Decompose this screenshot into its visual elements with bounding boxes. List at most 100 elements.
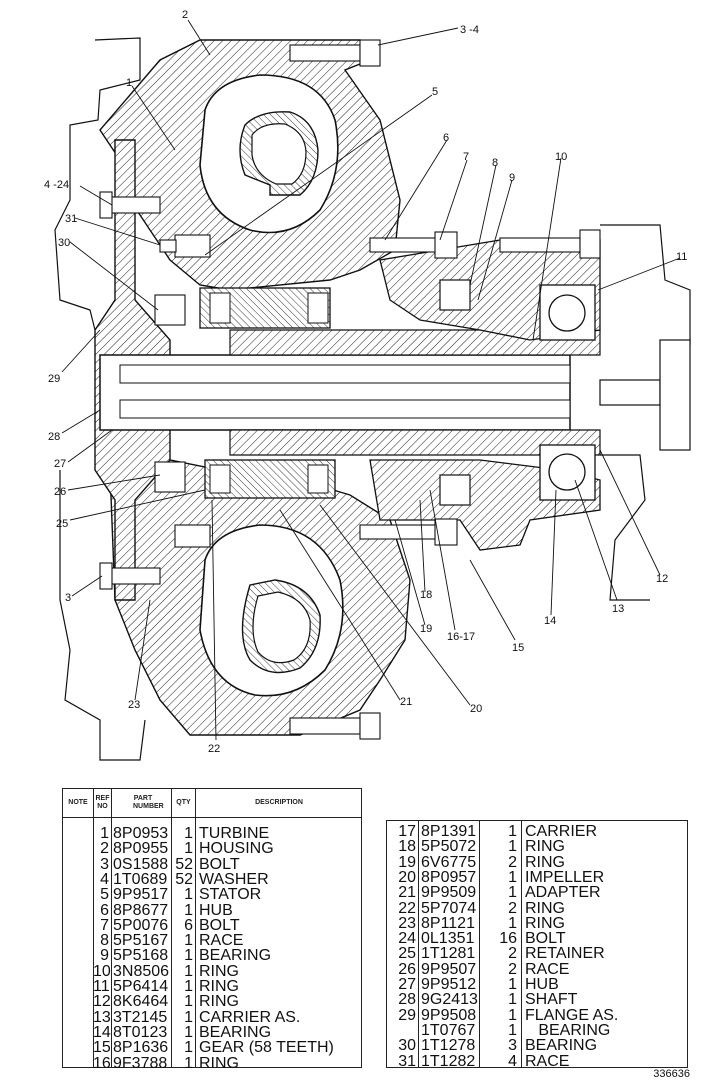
quantity: 1 xyxy=(184,1054,193,1072)
part-number: 8P0955 xyxy=(113,840,169,858)
ref-number: 30 xyxy=(398,1037,416,1055)
callout-3-4: 3 -4 xyxy=(460,24,479,36)
part-number: 8P1121 xyxy=(421,914,475,932)
description: CARRIER xyxy=(525,823,598,840)
quantity: 2 xyxy=(508,853,517,871)
description: IMPELLER xyxy=(525,868,605,886)
part-number: 5P5072 xyxy=(421,838,477,856)
description: BEARING xyxy=(199,947,272,965)
part-number: 5P6414 xyxy=(113,978,169,995)
description: BEARING xyxy=(199,1023,272,1041)
part-number: 9P9517 xyxy=(113,886,169,904)
ref-number: 24 xyxy=(398,930,416,948)
callout-25: 25 xyxy=(56,518,68,530)
part-number: 8P0957 xyxy=(421,868,477,886)
ref-number: 6 xyxy=(100,901,109,919)
part-number: 3N8506 xyxy=(113,962,170,980)
description: RACE xyxy=(525,960,570,978)
document-number: 336636 xyxy=(653,1068,690,1080)
description: RETAINER xyxy=(525,945,605,963)
ref-number: 20 xyxy=(398,868,416,886)
quantity: 1 xyxy=(184,1039,193,1057)
callout-18: 18 xyxy=(420,589,432,601)
quantity: 3 xyxy=(508,1037,517,1055)
header-part-number: PART NUMBER xyxy=(133,795,164,810)
ref-number: 19 xyxy=(398,853,416,871)
description: HUB xyxy=(525,976,559,993)
callout-22: 22 xyxy=(208,743,220,755)
description: RING xyxy=(525,838,565,856)
header-note: NOTE xyxy=(68,799,88,806)
callout-29: 29 xyxy=(48,373,60,385)
description: BEARING xyxy=(525,1021,611,1039)
callout-6: 6 xyxy=(443,132,449,144)
quantity: 1 xyxy=(184,947,193,965)
ref-number: 2 xyxy=(100,840,109,858)
header-ref-no: REF NO xyxy=(95,795,110,810)
callout-9: 9 xyxy=(509,172,515,184)
quantity: 16 xyxy=(499,930,517,948)
ref-number: 12 xyxy=(93,993,111,1011)
ref-number: 16 xyxy=(93,1054,111,1072)
part-number: 0L1351 xyxy=(421,930,475,948)
quantity: 1 xyxy=(508,914,517,932)
quantity: 1 xyxy=(508,1006,517,1024)
part-number: 8P8677 xyxy=(113,901,169,919)
description: TURBINE xyxy=(199,825,270,842)
quantity: 1 xyxy=(508,823,517,840)
ref-number: 27 xyxy=(398,976,416,993)
ref-number: 4 xyxy=(100,870,109,888)
torque-converter-cross-section: 2 3 -4 1 5 6 7 8 9 10 11 4 -24 31 30 29 … xyxy=(44,9,691,761)
description: RING xyxy=(199,962,239,980)
part-number: 3T2145 xyxy=(113,1008,168,1026)
ref-number: 7 xyxy=(100,916,109,934)
quantity: 2 xyxy=(508,899,517,917)
part-number: 1T0767 xyxy=(421,1021,476,1039)
callout-19: 19 xyxy=(420,623,432,635)
part-number: 8P0953 xyxy=(113,825,169,842)
ref-number: 14 xyxy=(93,1023,111,1041)
ref-number: 17 xyxy=(398,823,416,840)
description: ADAPTER xyxy=(525,884,601,902)
part-number: 8T0123 xyxy=(113,1023,168,1041)
quantity: 1 xyxy=(508,884,517,902)
quantity: 1 xyxy=(508,976,517,993)
quantity: 2 xyxy=(508,945,517,963)
ref-number: 11 xyxy=(93,978,110,995)
callout-27: 27 xyxy=(54,458,66,470)
quantity: 52 xyxy=(175,870,193,888)
quantity: 2 xyxy=(508,960,517,978)
callout-20: 20 xyxy=(470,703,482,715)
parts-table-left: NOTE REF NO PART NUMBER QTY DESCRIPTION … xyxy=(62,788,362,1072)
callout-14: 14 xyxy=(544,615,556,627)
callout-21: 21 xyxy=(400,696,412,708)
callout-30: 30 xyxy=(58,237,70,249)
description: BEARING xyxy=(525,1037,598,1055)
description: CARRIER AS. xyxy=(199,1008,301,1026)
description: HUB xyxy=(199,901,233,919)
callout-23: 23 xyxy=(128,699,140,711)
callout-11: 11 xyxy=(676,251,687,263)
callout-8: 8 xyxy=(492,157,498,169)
quantity: 1 xyxy=(508,838,517,856)
description: RACE xyxy=(525,1052,570,1070)
ref-number: 13 xyxy=(93,1008,111,1026)
callout-2: 2 xyxy=(182,9,188,21)
